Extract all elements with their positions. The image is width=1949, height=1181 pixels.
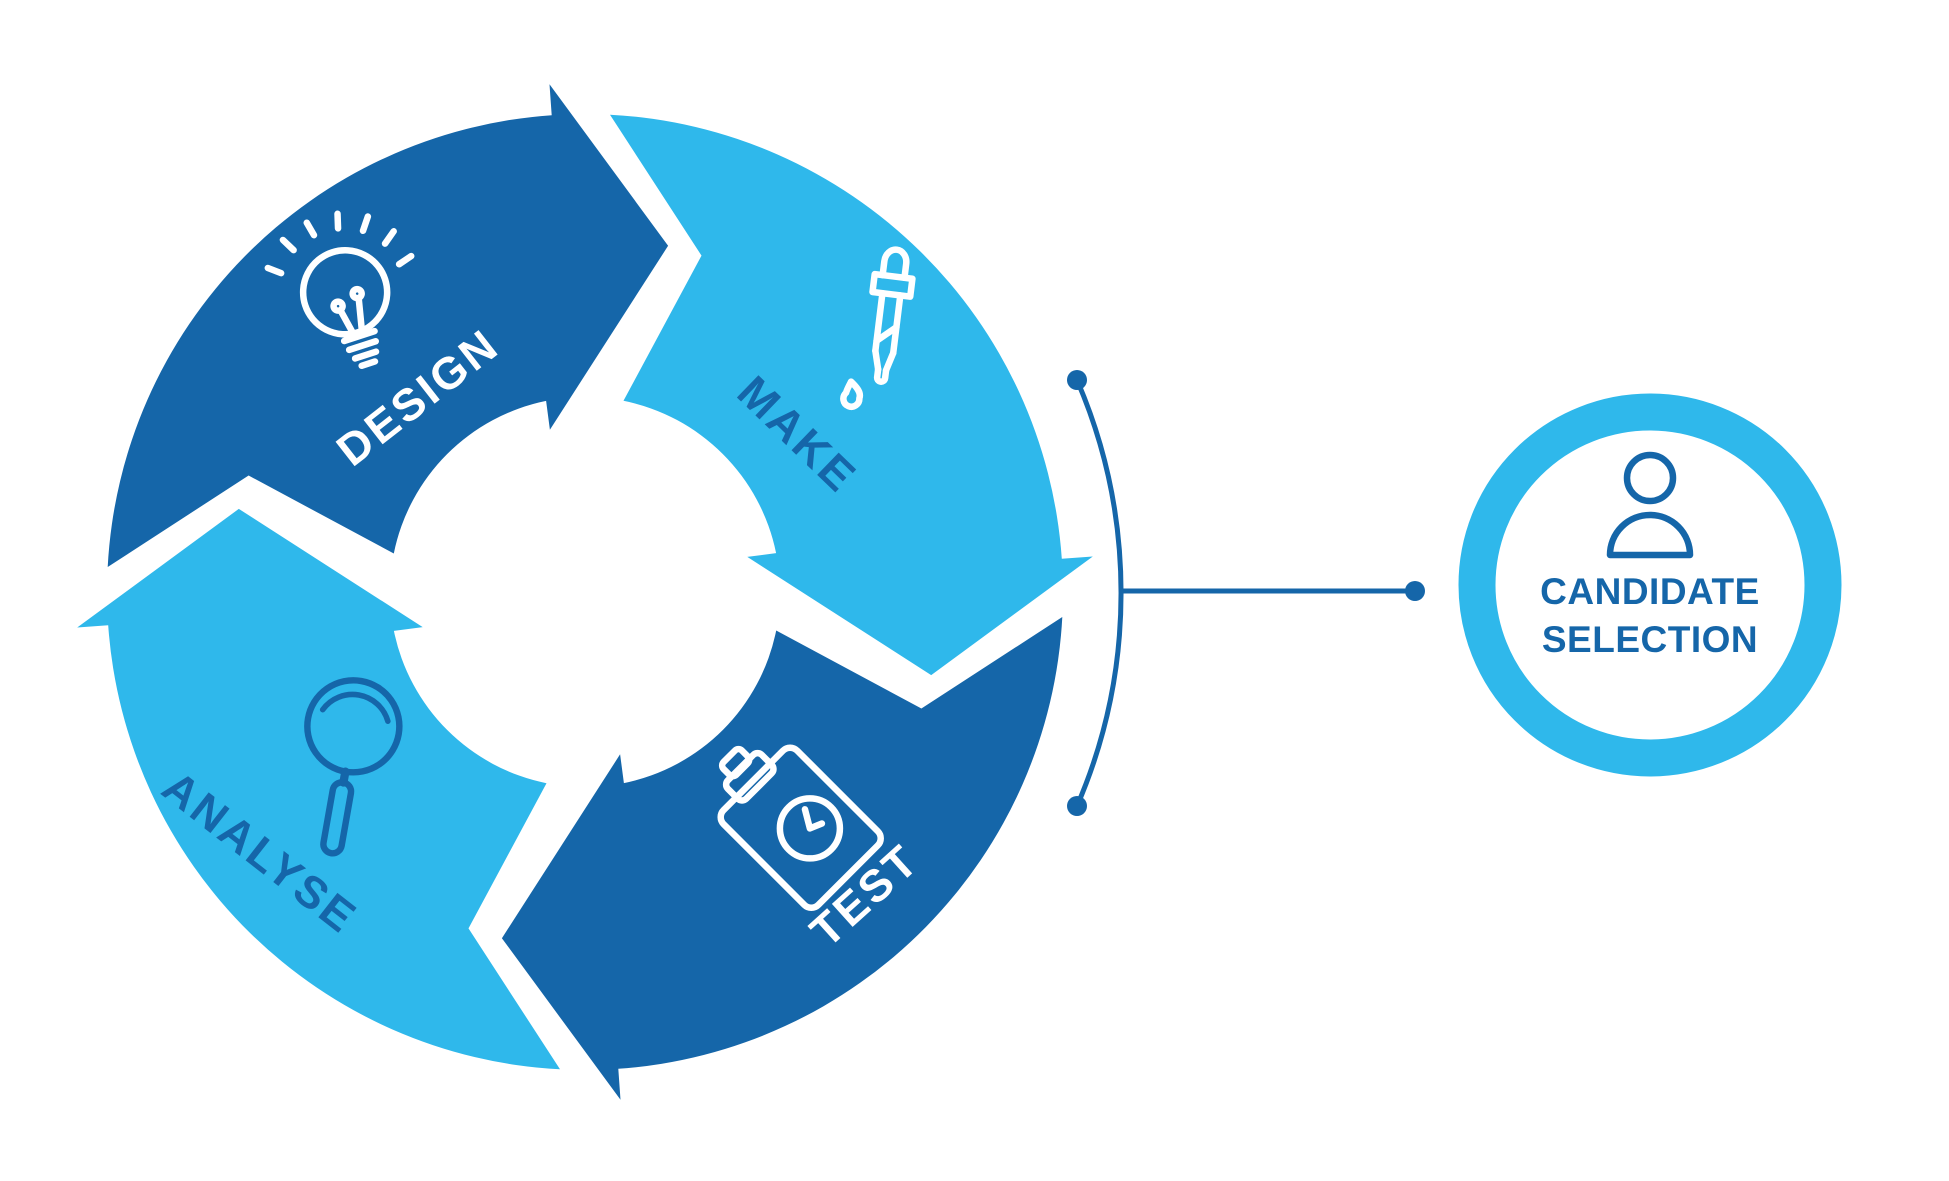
- result-ring: [1458, 393, 1842, 777]
- bracket-arc: [1074, 379, 1124, 807]
- lightbulb-idea-icon: [264, 210, 415, 370]
- connector-end-dot: [1405, 581, 1425, 601]
- result-label-line1: CANDIDATE: [1540, 571, 1760, 612]
- pipette-dropper-icon: [840, 246, 916, 410]
- result-label-line2: SELECTION: [1542, 619, 1758, 660]
- segment-analyse-arrow: [77, 508, 560, 1070]
- bracket-top-dot: [1067, 370, 1087, 390]
- clipboard-clock-icon: [717, 744, 884, 911]
- connector: [1067, 370, 1425, 816]
- bracket-bottom-dot: [1067, 796, 1087, 816]
- segment-test-arrow: [501, 617, 1063, 1100]
- magnifier-icon: [304, 677, 403, 857]
- segment-design-arrow: [107, 84, 669, 567]
- result-node: CANDIDATE SELECTION: [1458, 393, 1842, 777]
- cycle-arrows: [77, 84, 1093, 1100]
- segment-make-arrow: [610, 114, 1093, 676]
- person-icon: [1606, 451, 1694, 559]
